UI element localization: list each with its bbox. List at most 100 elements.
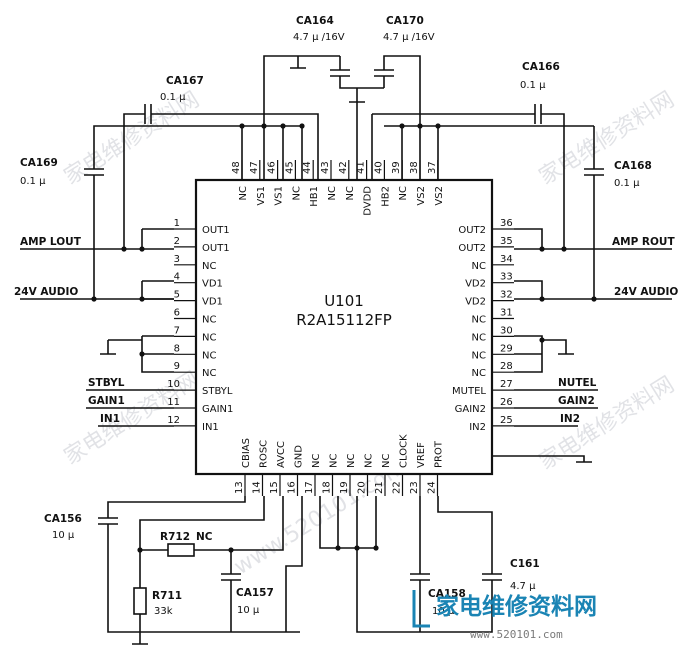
ca164-rail [263, 55, 340, 126]
ca170-value: 4.7 μ /16V [383, 32, 435, 43]
pin-name: IN2 [469, 422, 486, 433]
pin-number: 31 [500, 308, 513, 319]
watermark-text: 家电维修资料网 [60, 367, 204, 470]
net-labels: AMP LOUT 24V AUDIO STBYL GAIN1 IN1 AMP R… [14, 236, 678, 425]
pin-number: 35 [500, 236, 513, 247]
ca168-value: 0.1 μ [614, 178, 640, 189]
pin-number: 24 [427, 481, 438, 494]
ca169-upper-wire [93, 125, 243, 180]
pin-number: 41 [356, 161, 367, 174]
pin-name: VD1 [202, 297, 223, 308]
junction-dot [539, 296, 545, 302]
ca166-name: CA166 [522, 61, 560, 73]
ca166-right-wire [541, 113, 565, 249]
pin-number: 1 [174, 218, 180, 229]
pin-number: 17 [304, 481, 315, 494]
ca166-plates [534, 104, 542, 124]
ca156-name: CA156 [44, 513, 82, 525]
ca168-plates [584, 168, 604, 176]
site-logo: 家电维修资料网 www.520101.com [412, 590, 597, 641]
pin-name: NC [311, 454, 322, 468]
pin-name: VREF [416, 442, 427, 468]
ca156-plates [98, 517, 118, 525]
pins-right: 36OUT235OUT234NC33VD232VD231NC30NC29NC28… [452, 218, 514, 433]
r712-value: NC [196, 531, 213, 543]
pin-number: 10 [167, 379, 180, 390]
prot-gnd [492, 455, 592, 463]
junction-dot [139, 246, 145, 252]
ca166-value: 0.1 μ [520, 80, 546, 91]
ca156-return [107, 524, 300, 633]
pin-name: NC [238, 186, 249, 200]
pin-number: 16 [287, 481, 298, 494]
pin-number: 25 [500, 415, 513, 426]
pin-name: NC [291, 186, 302, 200]
ca-gnd-bridge [339, 76, 384, 89]
pin-name: GAIN1 [202, 404, 233, 415]
pin-number: 23 [409, 481, 420, 494]
pin-name: NC [381, 454, 392, 468]
pin-number: 2 [174, 236, 180, 247]
nc-group-wire [141, 335, 174, 373]
pin-name: CBIAS [241, 438, 252, 468]
pin-number: 40 [373, 161, 384, 174]
pin-name: NC [202, 368, 216, 379]
ca157-value: 10 μ [237, 605, 260, 616]
pin-name: VS1 [256, 186, 267, 206]
bottom-gnd-return [356, 548, 420, 633]
pin-name: OUT2 [458, 243, 486, 254]
r711-body [133, 587, 147, 615]
ca164-name: CA164 [296, 15, 334, 27]
logo-text: 家电维修资料网 [436, 593, 597, 620]
pins-top: 48NC47VS146VS145NC44HB143NC42NC41DVDD40H… [231, 160, 445, 216]
ca169-value: 0.1 μ [20, 176, 46, 187]
pin-number: 32 [500, 290, 513, 301]
vd2-bridge [514, 280, 543, 299]
ca157-name: CA157 [236, 587, 274, 599]
pin-number: 8 [174, 343, 180, 354]
pin-number: 48 [231, 161, 242, 174]
pin-number: 39 [391, 161, 402, 174]
gnd-left-symbol [100, 340, 116, 355]
pin-name: NC [472, 332, 486, 343]
out2-bridge [514, 228, 543, 249]
pin-name: NC [329, 454, 340, 468]
chip-body [194, 178, 494, 476]
ca157-cap [221, 550, 241, 632]
ca158-value: 10 μ [432, 606, 455, 617]
pin-name: OUT1 [202, 243, 230, 254]
junction-dot [137, 547, 143, 553]
pin-number: 21 [374, 481, 385, 494]
r711-value: 33k [154, 606, 173, 617]
ca167-left-wire [123, 113, 145, 249]
junction-dot [373, 545, 379, 551]
pin-number: 38 [409, 161, 420, 174]
r712-name: R712 [160, 531, 190, 543]
chip-part: R2A15112FP [296, 311, 392, 329]
net-in1: IN1 [100, 413, 120, 425]
c161-cap [420, 496, 502, 633]
gnd-right-symbol [542, 339, 574, 355]
c161-name: C161 [510, 558, 540, 570]
pin-name: GND [294, 445, 305, 468]
ca170-plates [374, 69, 394, 88]
cbias-wire [107, 496, 246, 518]
pin-name: NC [398, 186, 409, 200]
pin-name: NC [202, 350, 216, 361]
junction-dot [399, 123, 405, 129]
ca164-value: 4.7 μ /16V [293, 32, 345, 43]
pin-number: 45 [284, 161, 295, 174]
pins-bottom: 13CBIAS14ROSC15AVCC16GND17NC18NC19NC20NC… [234, 434, 445, 496]
watermark-text: 家电维修资料网 [535, 372, 679, 475]
net-audio-right: 24V AUDIO [614, 286, 678, 298]
ca167-name: CA167 [166, 75, 204, 87]
vs1-pins [263, 126, 303, 180]
pin-number: 9 [174, 361, 180, 372]
junction-dot [239, 123, 245, 129]
pin-number: 7 [174, 325, 180, 336]
bottom-wiring [98, 496, 502, 645]
pin-name: VD1 [202, 279, 223, 290]
component-labels: CA164 4.7 μ /16V CA170 4.7 μ /16V CA167 … [20, 15, 652, 617]
logo-url: www.520101.com [470, 628, 563, 641]
